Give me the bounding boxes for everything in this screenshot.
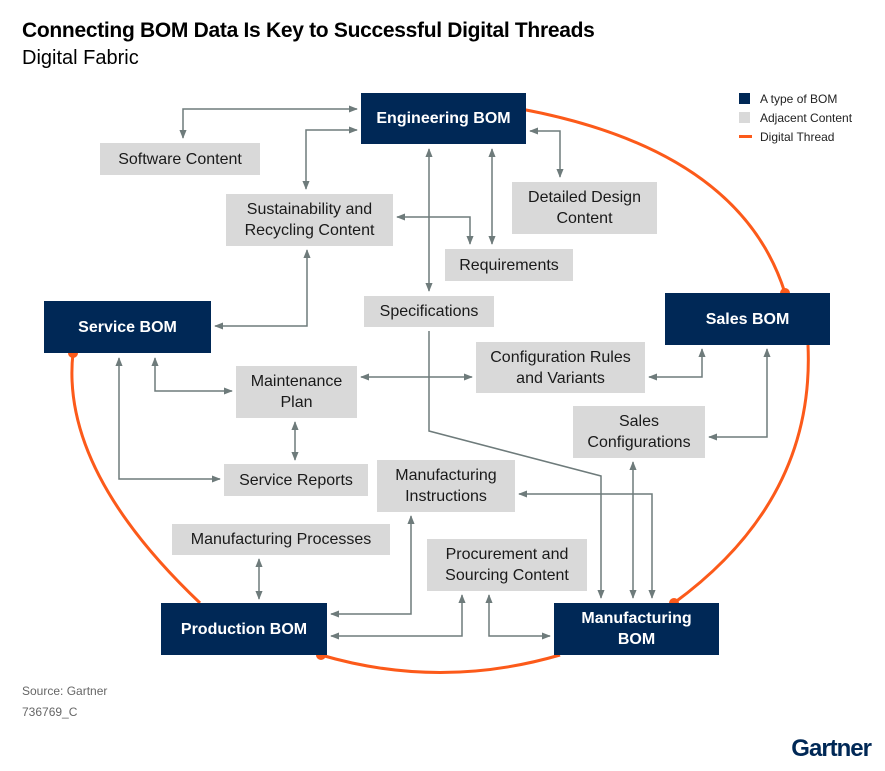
legend-item-thread: Digital Thread [739,127,852,146]
production-bom: Production BOM [161,603,327,655]
link-specifications-manufacturing [428,331,605,599]
figure-code: 736769_C [22,705,78,719]
configuration-rules: Configuration Rules and Variants [476,342,645,393]
legend-swatch-adjacent [739,112,750,123]
link-sales-salesconfig [708,348,771,441]
requirements: Requirements [445,249,573,281]
legend-swatch-bom [739,93,750,104]
link-sustainability-engineering [302,126,358,190]
manufacturing-processes: Manufacturing Processes [172,524,390,555]
sustainability-content: Sustainability and Recycling Content [226,194,393,246]
link-instructions-manufacturing [518,490,656,599]
service-bom: Service BOM [44,301,211,353]
link-configuration-sales [648,348,706,381]
source-note: Source: Gartner [22,684,108,698]
link-production-procurement [330,594,466,640]
page-subtitle: Digital Fabric [22,47,139,69]
link-service-sustainability [214,249,311,330]
page-title: Connecting BOM Data Is Key to Successful… [22,19,595,42]
legend-item-bom: A type of BOM [739,89,852,108]
software-content: Software Content [100,143,260,175]
manufacturing-instructions: Manufacturing Instructions [377,460,515,512]
thread-production-service [70,352,202,605]
specifications: Specifications [364,296,494,327]
manufacturing-bom: Manufacturing BOM [554,603,719,655]
service-reports: Service Reports [224,464,368,496]
procurement-sourcing-content: Procurement and Sourcing Content [427,539,587,591]
thread-manufacturing-production [320,653,561,674]
link-software-engineering [179,105,358,139]
legend-label: Adjacent Content [760,110,853,125]
engineering-bom: Engineering BOM [361,93,526,144]
sales-configurations: Sales Configurations [573,406,705,458]
link-service-maintenance [151,357,233,395]
sales-bom: Sales BOM [665,293,830,345]
link-sustainability-requirements [396,213,474,245]
detailed-design-content: Detailed Design Content [512,182,657,234]
legend-label: A type of BOM [760,91,838,106]
legend-label: Digital Thread [760,129,835,144]
maintenance-plan: Maintenance Plan [236,366,357,418]
gartner-logo: Gartner [791,735,872,762]
legend-swatch-thread [739,135,752,138]
legend-item-adjacent: Adjacent Content [739,108,852,127]
thread-sales-manufacturing [673,344,810,605]
legend: A type of BOM Adjacent Content Digital T… [739,89,852,146]
thread-engineering-sales [520,107,787,294]
link-procurement-manufacturing [485,594,551,640]
digital-thread [70,107,810,674]
link-service-reports [115,357,221,483]
link-engineering-detailed [529,127,564,178]
